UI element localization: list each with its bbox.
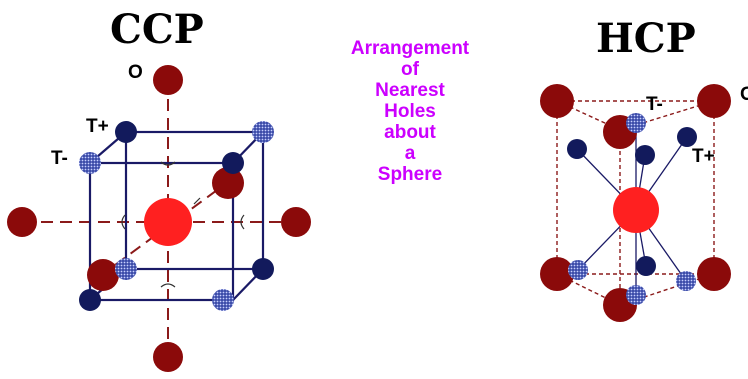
ccp-label-o: O xyxy=(128,62,143,83)
hcp-title: HCP xyxy=(596,15,696,62)
hcp-sphere-bottom-left xyxy=(540,257,574,291)
ccp-t-plus-holes xyxy=(79,121,274,311)
hcp-label-t-plus: T+ xyxy=(692,146,715,167)
hcp-t-plus-holes xyxy=(567,127,697,276)
ccp-octahedral-top xyxy=(153,65,183,95)
ccp-t-minus-holes xyxy=(79,121,274,311)
caption-line: Nearest xyxy=(375,80,445,101)
ccp-octahedral-back xyxy=(212,167,244,199)
ccp-label-t-minus: T- xyxy=(51,148,68,169)
hcp-sphere-top-right xyxy=(697,84,731,118)
hcp-label-o: O xyxy=(740,84,748,105)
hcp-figure: HCP xyxy=(540,15,748,322)
ccp-figure: CCP xyxy=(7,6,311,372)
hcp-label-t-minus: T- xyxy=(646,94,663,115)
ccp-center-sphere xyxy=(144,198,192,246)
ccp-octahedral-left xyxy=(7,207,37,237)
caption-line: about xyxy=(384,122,436,143)
hcp-center-sphere xyxy=(613,187,659,233)
ccp-title: CCP xyxy=(110,6,204,53)
ccp-face-marks xyxy=(121,161,245,288)
hcp-t-minus-holes xyxy=(568,113,696,305)
ccp-label-t-plus: T+ xyxy=(86,116,109,137)
caption-line: Sphere xyxy=(377,164,443,185)
ccp-cube-back-face xyxy=(124,130,265,271)
caption-line: of xyxy=(401,59,419,80)
caption-line: Holes xyxy=(384,101,436,122)
ccp-octahedral-bottom xyxy=(153,342,183,372)
caption-line: Arrangement xyxy=(350,38,470,59)
hcp-sphere-bottom-right xyxy=(697,257,731,291)
ccp-octahedral-right xyxy=(281,207,311,237)
hcp-sphere-top-left xyxy=(540,84,574,118)
caption-line: a xyxy=(404,143,416,164)
ccp-octahedral-front xyxy=(87,259,119,291)
ccp-octahedral-spheres xyxy=(7,65,311,372)
caption-block: Arrangement of Nearest Holes about a Sph… xyxy=(318,38,502,185)
